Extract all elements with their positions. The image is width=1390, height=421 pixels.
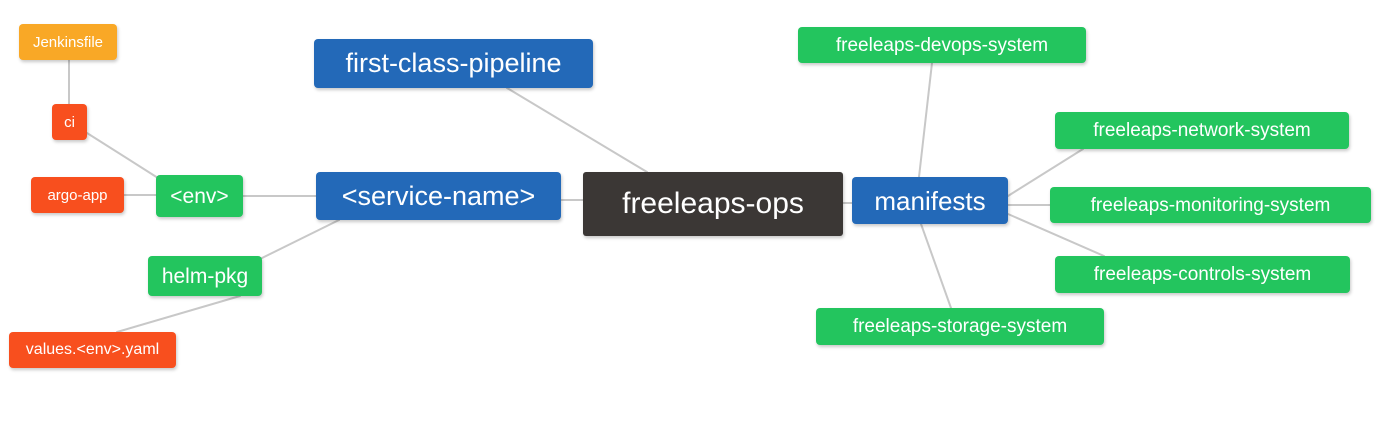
node-network[interactable]: freeleaps-network-system: [1055, 112, 1349, 149]
node-values-yaml[interactable]: values.<env>.yaml: [9, 332, 176, 368]
node-label-env: <env>: [170, 184, 229, 208]
node-label-argo-app: argo-app: [47, 186, 108, 204]
node-label-storage: freeleaps-storage-system: [852, 316, 1068, 337]
node-label-root: freeleaps-ops: [622, 187, 804, 220]
node-label-values-yaml: values.<env>.yaml: [25, 341, 160, 358]
node-service-name[interactable]: <service-name>: [316, 172, 561, 220]
node-storage[interactable]: freeleaps-storage-system: [816, 308, 1104, 345]
node-manifests[interactable]: manifests: [852, 177, 1008, 224]
node-helm-pkg[interactable]: helm-pkg: [148, 256, 262, 296]
edge-manifests-to-devops: [918, 62, 933, 178]
node-label-network: freeleaps-network-system: [1093, 120, 1311, 141]
edge-first-class-to-root: [506, 87, 648, 173]
node-label-controls: freeleaps-controls-system: [1093, 264, 1312, 285]
node-jenkinsfile[interactable]: Jenkinsfile: [19, 24, 117, 60]
node-devops[interactable]: freeleaps-devops-system: [798, 27, 1086, 63]
edge-helm-pkg-to-values-yaml: [116, 295, 241, 333]
node-label-monitoring: freeleaps-monitoring-system: [1090, 194, 1331, 216]
node-label-manifests: manifests: [874, 185, 986, 216]
node-label-ci: ci: [64, 113, 75, 131]
node-label-devops: freeleaps-devops-system: [835, 34, 1049, 56]
node-root[interactable]: freeleaps-ops: [583, 172, 843, 236]
node-argo-app[interactable]: argo-app: [31, 177, 124, 213]
node-first-class[interactable]: first-class-pipeline: [314, 39, 593, 88]
node-env[interactable]: <env>: [156, 175, 243, 217]
node-controls[interactable]: freeleaps-controls-system: [1055, 256, 1350, 293]
edge-service-name-to-helm-pkg: [261, 219, 340, 259]
node-label-helm-pkg: helm-pkg: [161, 264, 249, 288]
node-monitoring[interactable]: freeleaps-monitoring-system: [1050, 187, 1371, 223]
edge-manifests-to-storage: [920, 223, 952, 309]
node-label-jenkinsfile: Jenkinsfile: [32, 33, 104, 51]
edge-ci-to-env: [86, 132, 159, 179]
node-label-service-name: <service-name>: [341, 180, 536, 211]
node-ci[interactable]: ci: [52, 104, 87, 140]
node-label-first-class: first-class-pipeline: [345, 48, 562, 78]
